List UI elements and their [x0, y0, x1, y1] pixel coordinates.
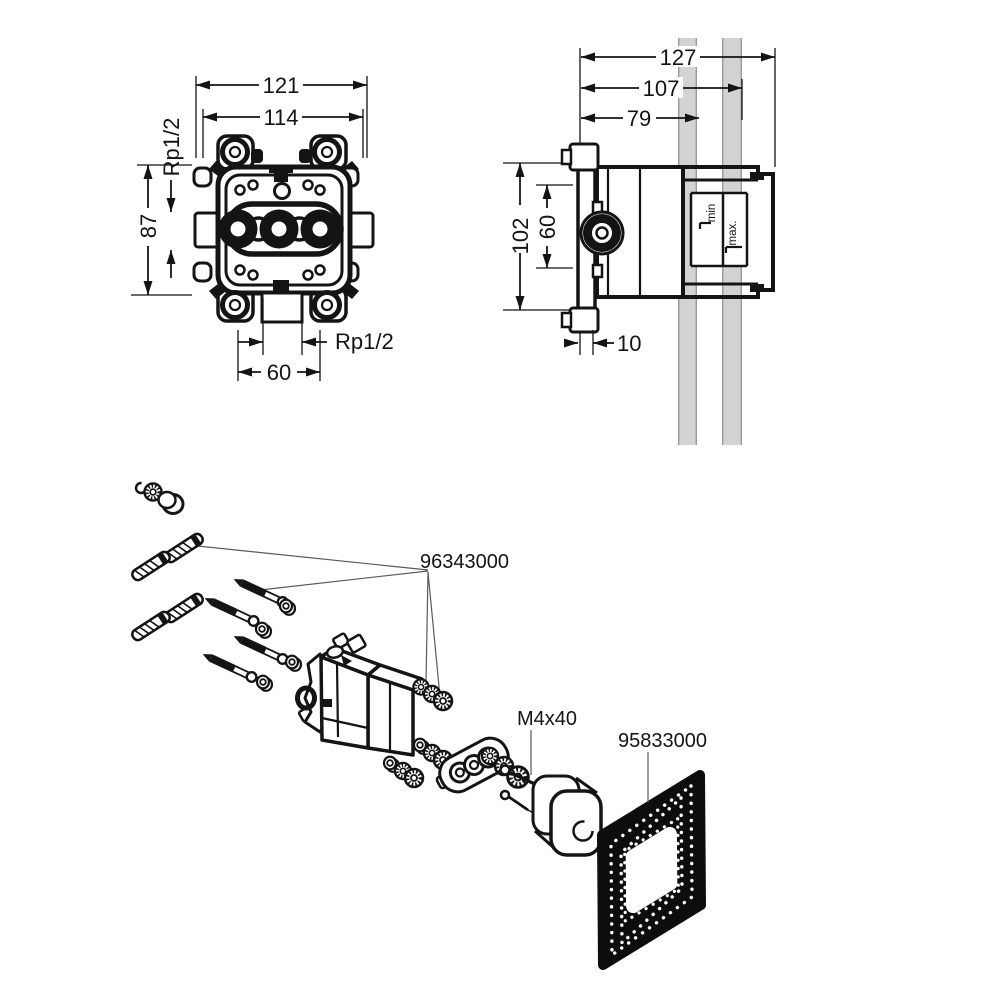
svg-text:121: 121: [263, 73, 300, 98]
svg-text:127: 127: [660, 45, 697, 70]
side-dim-height: 102: [503, 162, 573, 311]
mounting-hole-rings: [220, 137, 342, 320]
exploded-view-drawing: 96343000 M4x40 95833000: [128, 481, 707, 970]
side-dim-depth-housing: 107: [581, 76, 743, 120]
part-number-seal: 95833000: [618, 730, 707, 752]
svg-text:Rp1/2: Rp1/2: [335, 329, 394, 354]
svg-text:60: 60: [267, 360, 291, 385]
part-number-fixing-set: 96343000: [420, 551, 509, 573]
svg-text:79: 79: [627, 106, 651, 131]
protective-cap: [531, 774, 603, 857]
plug-and-cap-parts: [134, 481, 185, 515]
svg-text:10: 10: [617, 331, 641, 356]
svg-text:114: 114: [263, 105, 298, 130]
port-row: [218, 201, 344, 257]
valve-body-side: min max.: [560, 142, 775, 334]
side-dim-depth-body: 79: [581, 106, 699, 131]
side-dim-port-height: 60: [535, 184, 573, 269]
valve-body-exploded: [295, 632, 424, 757]
wall-anchor-dowels: [128, 529, 207, 645]
front-thread-bottom-label: Rp1/2: [238, 298, 394, 355]
min-depth-label: min: [706, 204, 718, 223]
svg-text:87: 87: [136, 214, 161, 238]
front-dim-width-outer: 121: [195, 73, 368, 158]
side-view-drawing: 127 107 79 102 60: [503, 38, 776, 445]
fixing-set-leaders: [187, 544, 441, 698]
side-dim-depth-total: 127: [579, 45, 776, 355]
plaster-depth-window: min max.: [689, 191, 749, 268]
svg-text:60: 60: [535, 215, 560, 239]
mounting-screws: [199, 573, 303, 692]
svg-text:107: 107: [643, 76, 680, 101]
max-depth-label: max.: [727, 221, 739, 246]
screw-size-label: M4x40: [517, 708, 577, 730]
front-view-drawing: 121 114 Rp1/2 87: [131, 73, 394, 385]
side-dim-flange-thickness: 10: [564, 330, 641, 356]
front-dim-height: 87: [131, 164, 192, 296]
front-dim-width-inner: 114: [202, 105, 364, 158]
front-thread-top-label: Rp1/2: [159, 118, 184, 278]
front-dim-port-spacing: 60: [237, 330, 321, 385]
svg-text:Rp1/2: Rp1/2: [159, 118, 184, 177]
valve-body-front: [192, 134, 375, 324]
svg-text:102: 102: [508, 218, 533, 255]
seal-membrane: [597, 770, 706, 970]
